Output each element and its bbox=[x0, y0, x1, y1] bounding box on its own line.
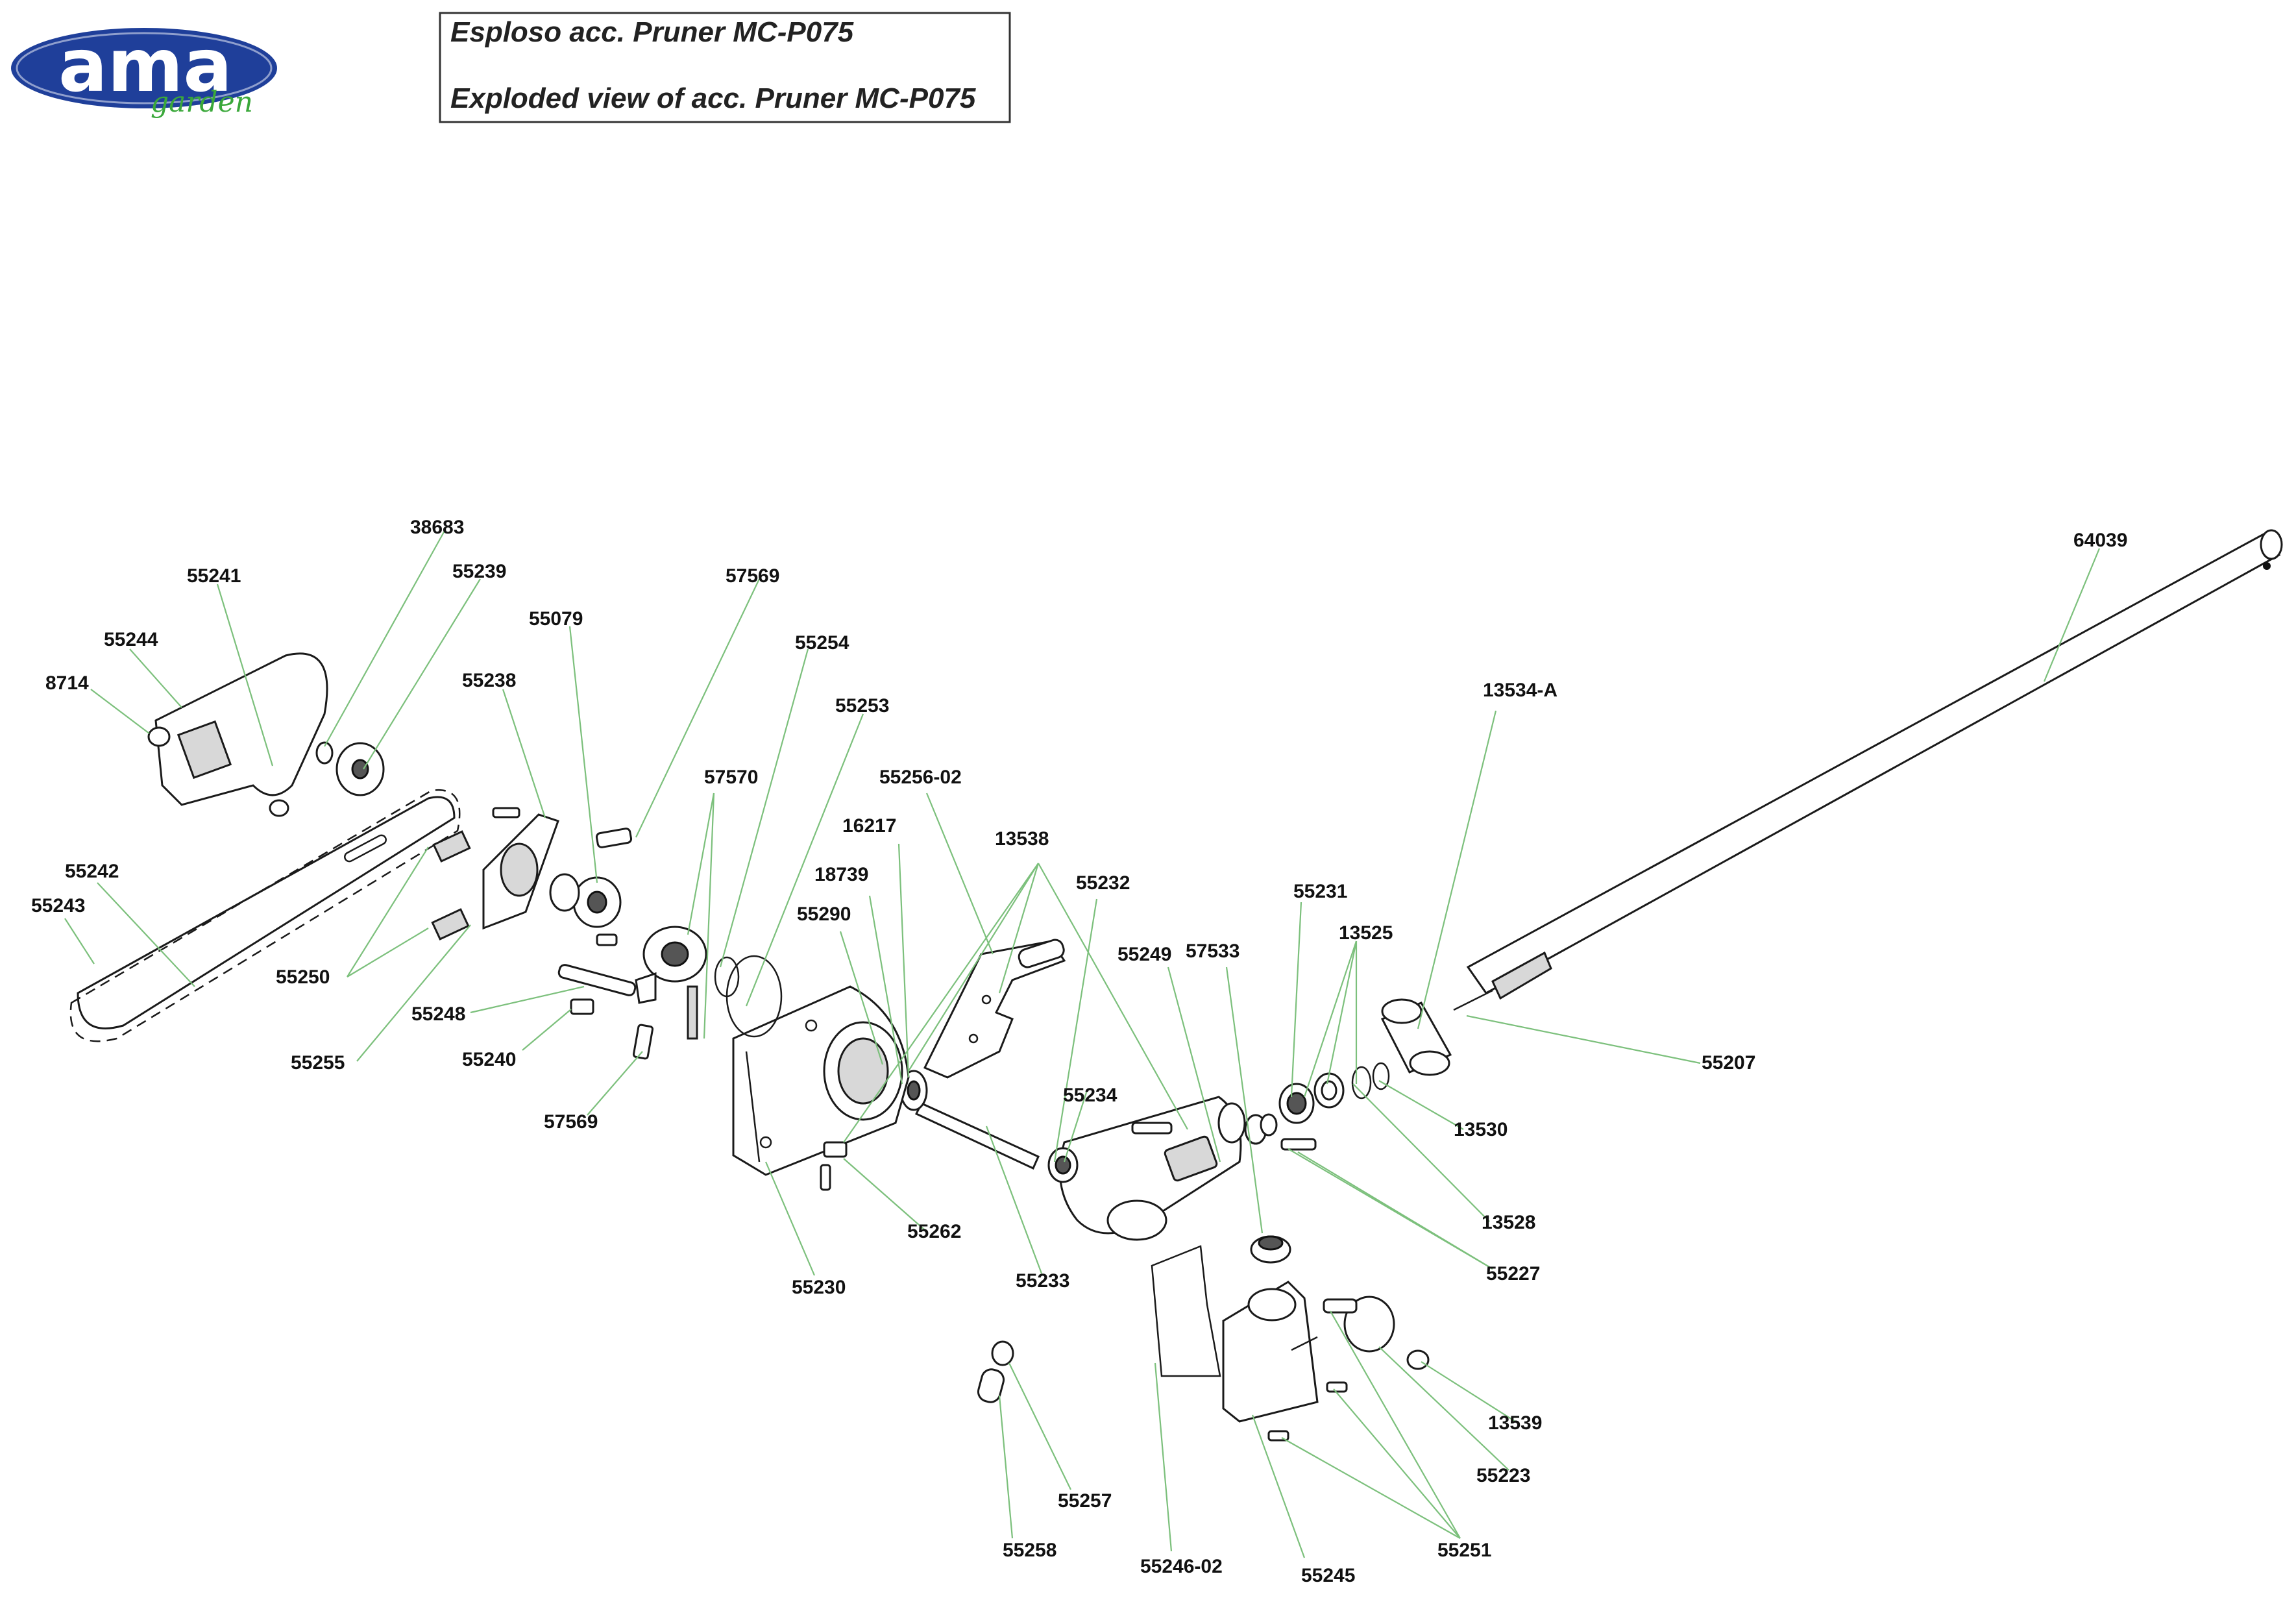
tensioners bbox=[431, 830, 471, 940]
label-55207: 55207 bbox=[1702, 1052, 1755, 1074]
gear-housing-upper bbox=[1058, 1096, 1246, 1241]
label-8714: 8714 bbox=[45, 672, 89, 694]
label-55248: 55248 bbox=[411, 1003, 465, 1025]
label-55238: 55238 bbox=[462, 670, 516, 691]
label-13538: 13538 bbox=[995, 828, 1049, 850]
label-55258: 55258 bbox=[1003, 1540, 1056, 1561]
label-55241: 55241 bbox=[187, 565, 241, 587]
lower-gasket bbox=[1151, 1245, 1221, 1377]
parts-drawing bbox=[69, 529, 2283, 1442]
label-13528: 13528 bbox=[1482, 1212, 1535, 1233]
chain-bracket bbox=[923, 939, 1066, 1079]
leader-lines bbox=[64, 530, 2101, 1558]
oil-cap bbox=[1250, 1235, 1291, 1264]
title-box: Esploso acc. Pruner MC-P075 Exploded vie… bbox=[439, 12, 1011, 123]
label-57570: 57570 bbox=[704, 767, 758, 788]
gasket-ring bbox=[714, 955, 783, 1038]
label-55246-02: 55246-02 bbox=[1140, 1556, 1223, 1577]
label-13530: 13530 bbox=[1454, 1119, 1508, 1140]
label-13525: 13525 bbox=[1339, 922, 1393, 944]
label-55232: 55232 bbox=[1076, 872, 1130, 894]
label-55240: 55240 bbox=[462, 1049, 516, 1070]
label-55257: 55257 bbox=[1058, 1490, 1112, 1512]
label-55244: 55244 bbox=[104, 629, 158, 650]
sprocket bbox=[549, 873, 622, 928]
svg-text:garden: garden bbox=[151, 86, 253, 119]
label-55290: 55290 bbox=[797, 903, 851, 925]
label-55253: 55253 bbox=[835, 695, 889, 717]
drive-shaft bbox=[899, 1070, 1040, 1170]
label-13534-a: 13534-A bbox=[1483, 680, 1557, 701]
label-55243: 55243 bbox=[31, 895, 85, 916]
label-55242: 55242 bbox=[65, 861, 119, 882]
title-line-1: Esploso acc. Pruner MC-P075 bbox=[450, 16, 854, 48]
label-55262: 55262 bbox=[907, 1221, 961, 1242]
svg-text:ama: ama bbox=[58, 24, 232, 108]
label-57533: 57533 bbox=[1186, 940, 1240, 962]
label-55249: 55249 bbox=[1117, 944, 1171, 965]
gear-housing-lower bbox=[1222, 1281, 1319, 1423]
label-55256-02: 55256-02 bbox=[879, 767, 962, 788]
label-55250: 55250 bbox=[276, 966, 330, 988]
label-55251: 55251 bbox=[1437, 1540, 1491, 1561]
label-64039: 64039 bbox=[2073, 530, 2127, 551]
label-55255: 55255 bbox=[291, 1052, 345, 1074]
chain-cover bbox=[147, 652, 328, 817]
guide-plate bbox=[482, 813, 559, 930]
chain-and-bar bbox=[69, 789, 461, 1042]
washer bbox=[315, 741, 385, 796]
label-55223: 55223 bbox=[1476, 1465, 1530, 1486]
label-57569-top: 57569 bbox=[726, 565, 779, 587]
label-57569-bottom: 57569 bbox=[544, 1111, 598, 1133]
pole-bushing bbox=[1380, 998, 1452, 1076]
gearbox-body bbox=[732, 985, 910, 1176]
part-labels: 38683 55241 55239 57569 55079 55254 5524… bbox=[31, 517, 2127, 1586]
label-55227: 55227 bbox=[1486, 1263, 1540, 1285]
bolts bbox=[492, 807, 654, 1060]
label-55230: 55230 bbox=[792, 1277, 846, 1298]
label-18739: 18739 bbox=[814, 864, 868, 885]
label-55239: 55239 bbox=[452, 561, 506, 582]
label-55079: 55079 bbox=[529, 608, 583, 630]
ama-garden-logo: ama garden bbox=[11, 24, 277, 119]
label-55234: 55234 bbox=[1063, 1085, 1117, 1106]
label-38683: 38683 bbox=[410, 517, 464, 538]
knob bbox=[1323, 1296, 1395, 1353]
bearings-and-circlips bbox=[1278, 1062, 1390, 1124]
pole-tube bbox=[1453, 529, 2283, 1011]
oil-pump bbox=[635, 926, 707, 1040]
title-line-2: Exploded view of acc. Pruner MC-P075 bbox=[450, 82, 976, 114]
label-55254: 55254 bbox=[795, 632, 849, 654]
label-55231: 55231 bbox=[1293, 881, 1347, 902]
small-parts bbox=[820, 1122, 1430, 1442]
label-16217: 16217 bbox=[842, 815, 896, 837]
label-13539: 13539 bbox=[1488, 1412, 1542, 1434]
label-55245: 55245 bbox=[1301, 1565, 1355, 1586]
label-55233: 55233 bbox=[1016, 1270, 1069, 1292]
